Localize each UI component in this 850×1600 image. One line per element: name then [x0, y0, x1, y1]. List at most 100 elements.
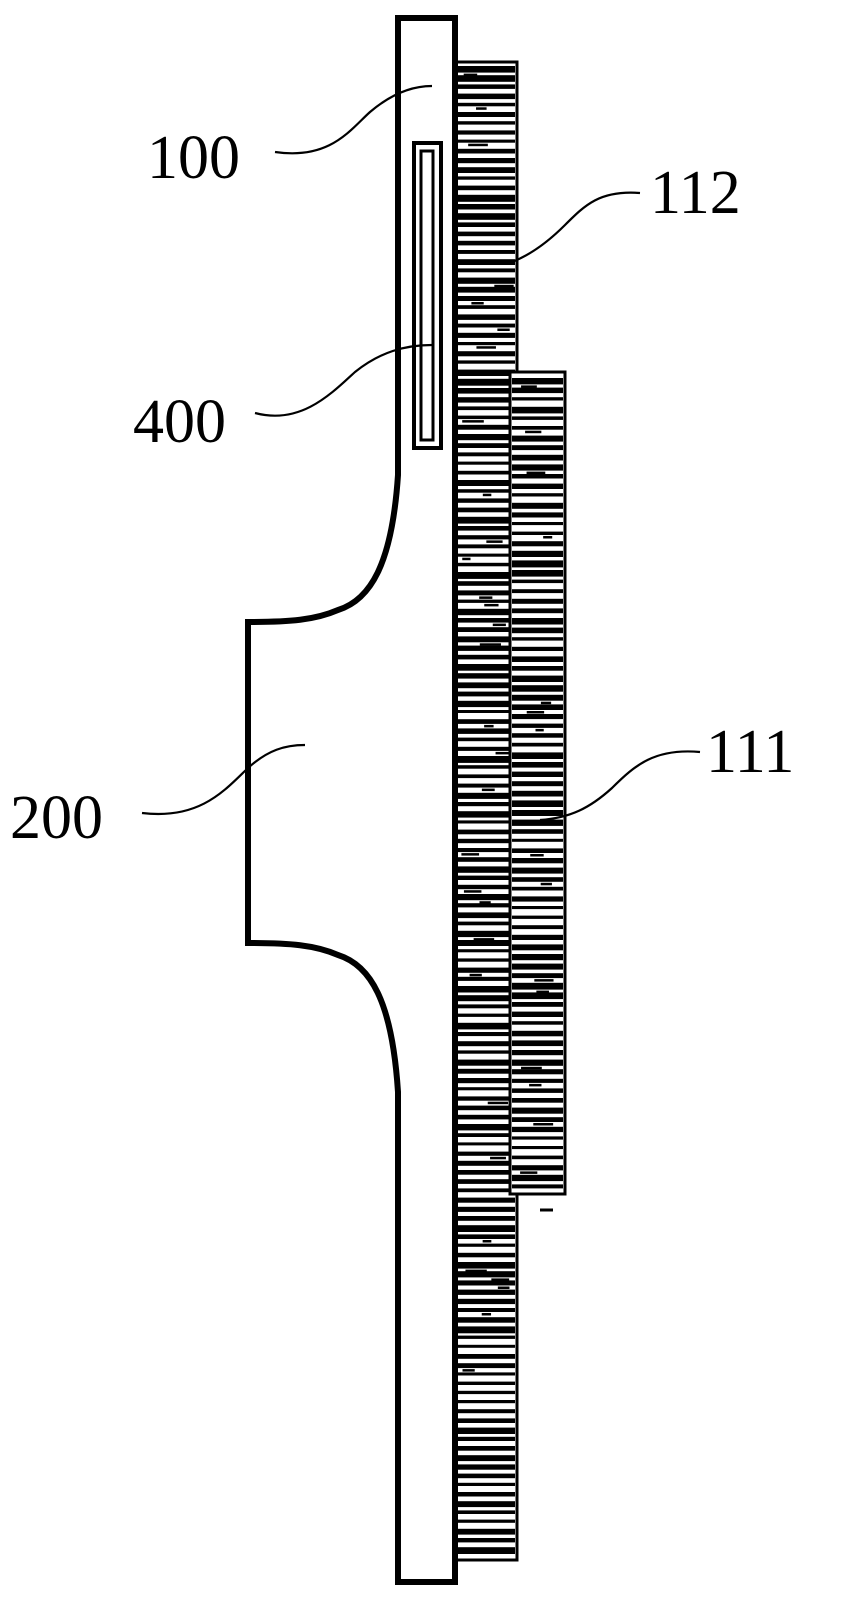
fin [512, 666, 563, 671]
fin-fragment [521, 385, 537, 388]
fin [457, 360, 515, 364]
fin [512, 474, 563, 479]
fin-fragment [468, 143, 488, 147]
fin [457, 194, 515, 202]
fin [512, 1078, 563, 1083]
fin [457, 158, 515, 164]
fin-fragment [521, 1066, 542, 1070]
fin-fragment [479, 901, 491, 904]
fin-fragment [520, 1171, 538, 1174]
fin [457, 627, 515, 632]
fin [457, 102, 515, 107]
fin [512, 1069, 563, 1075]
fin-fragment [462, 420, 484, 423]
fin-fragment [491, 1278, 510, 1281]
fin [512, 493, 563, 497]
fin [457, 1059, 515, 1066]
fin [457, 1501, 515, 1508]
fin [457, 1446, 515, 1451]
fin [512, 560, 563, 568]
label-112: 112 [650, 159, 741, 227]
fin [457, 562, 515, 567]
fin [457, 940, 515, 946]
fin [457, 1004, 515, 1009]
fin [457, 268, 515, 273]
label-400: 400 [133, 388, 226, 456]
fin-fragment [462, 1369, 475, 1372]
fin [457, 1105, 515, 1111]
fin [512, 781, 563, 787]
fin [457, 1068, 515, 1074]
fin [512, 954, 563, 961]
fin [457, 986, 515, 993]
fin [512, 810, 563, 816]
fin [457, 1216, 515, 1221]
fin [457, 673, 515, 679]
fin [457, 967, 515, 973]
fin [512, 1059, 563, 1066]
fin-fragment [497, 328, 510, 331]
fin [512, 896, 563, 902]
fin [512, 1107, 563, 1114]
fin [457, 820, 515, 824]
fin [457, 1289, 515, 1295]
fin [457, 231, 515, 237]
fin [512, 579, 563, 584]
fin [512, 387, 563, 394]
fin [512, 1146, 563, 1150]
fin [457, 406, 515, 411]
fin [457, 342, 515, 346]
fin [457, 581, 515, 586]
fin [457, 1528, 515, 1535]
fin [512, 608, 563, 614]
fin [457, 1096, 515, 1101]
fin [457, 1179, 515, 1184]
fin [457, 489, 515, 493]
fin [457, 866, 515, 873]
fin [457, 66, 515, 73]
fin [512, 512, 563, 518]
fin [457, 222, 515, 227]
fin [512, 685, 563, 692]
fin [457, 1170, 515, 1175]
fin-fragment [536, 990, 549, 994]
fin [457, 470, 515, 475]
fin [512, 646, 563, 651]
fin [512, 1155, 563, 1160]
label-200: 200 [10, 784, 103, 852]
fin [457, 121, 515, 125]
fin [457, 185, 515, 191]
leader-200 [141, 743, 306, 816]
fin [512, 637, 563, 641]
fin [512, 618, 563, 625]
leader-112 [511, 191, 641, 264]
fin-fragment [473, 938, 495, 941]
fin [512, 541, 563, 547]
fin-fragment [476, 107, 487, 110]
fin [457, 544, 515, 549]
fin [512, 550, 563, 557]
fin [457, 1142, 515, 1146]
fin [512, 454, 563, 461]
fin [512, 982, 563, 990]
fin [512, 1030, 563, 1037]
fin [512, 973, 563, 979]
fin [457, 480, 515, 486]
fin [457, 1114, 515, 1120]
fin [457, 700, 515, 708]
fin [457, 1197, 515, 1203]
fin [457, 1022, 515, 1030]
fin-fragment [482, 1240, 492, 1243]
fin [457, 894, 515, 901]
fin [457, 507, 515, 513]
fin [512, 656, 563, 662]
fin [457, 682, 515, 689]
fin [457, 130, 515, 135]
fin [457, 1013, 515, 1017]
fin [512, 790, 563, 797]
fin [512, 819, 563, 826]
fin [457, 719, 515, 724]
fin [457, 1133, 515, 1137]
fin [457, 958, 515, 962]
fin [512, 733, 563, 738]
